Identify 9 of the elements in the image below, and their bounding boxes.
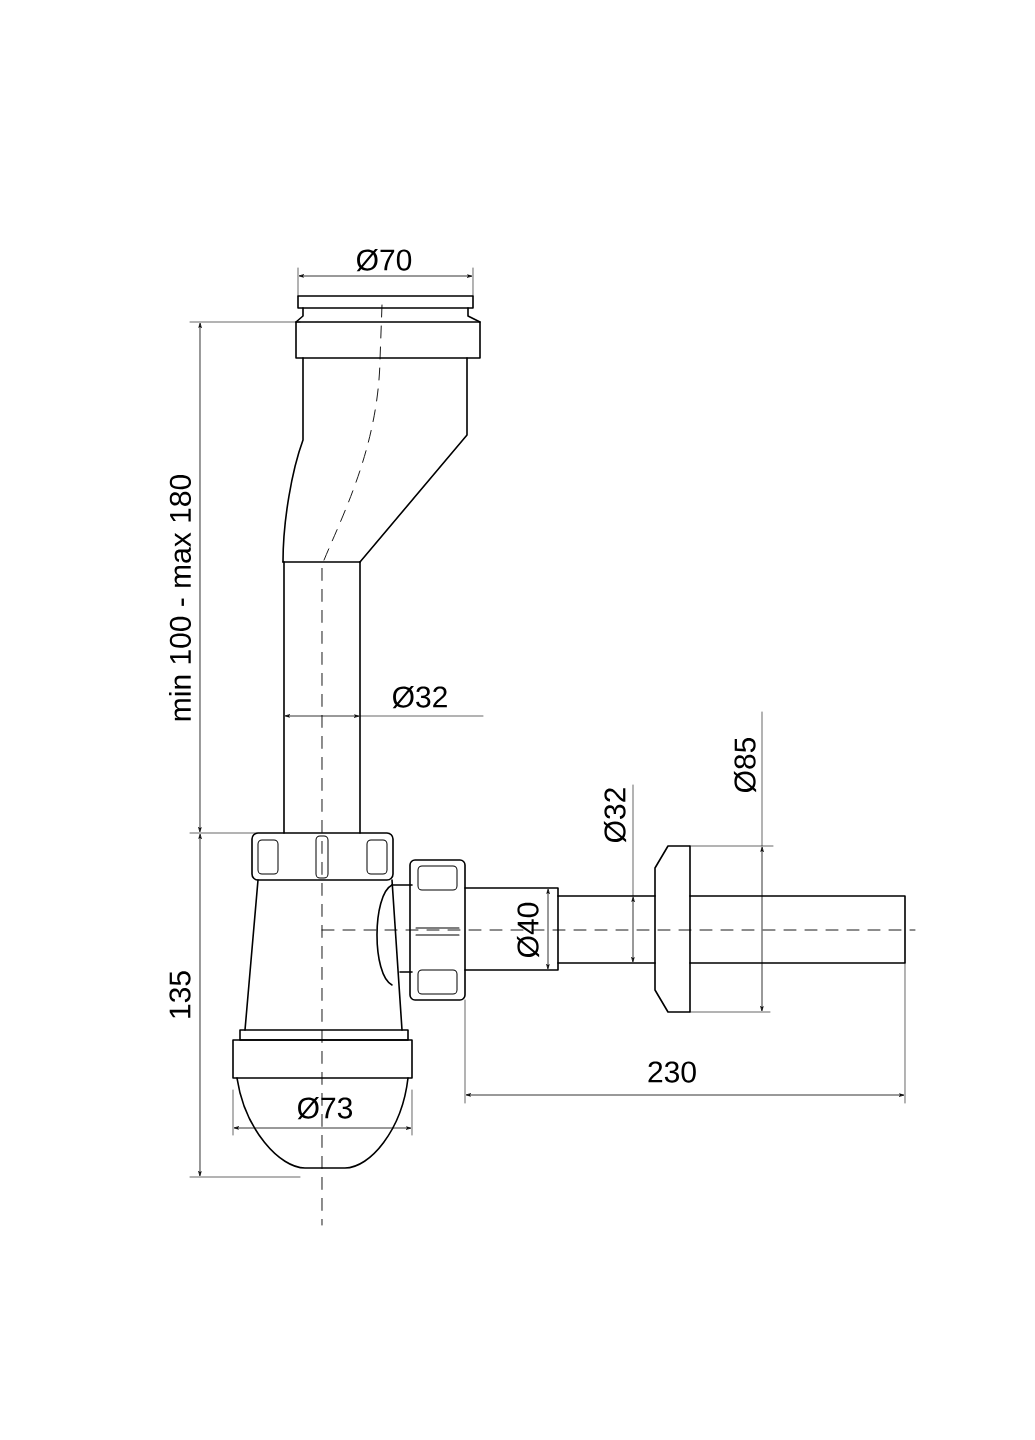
dimension-label: min 100 - max 180 (169, 475, 191, 721)
dimension-label: Ø32 (603, 788, 627, 843)
dimension-label: 135 (169, 971, 191, 1018)
dimension-label: Ø70 (356, 248, 412, 272)
dimension-label: Ø85 (733, 737, 757, 793)
dimension-label: Ø32 (392, 685, 447, 709)
dimension-label: 230 (648, 1061, 696, 1083)
dimension-label: Ø73 (297, 1096, 353, 1120)
dimension-label: Ø40 (516, 902, 540, 958)
